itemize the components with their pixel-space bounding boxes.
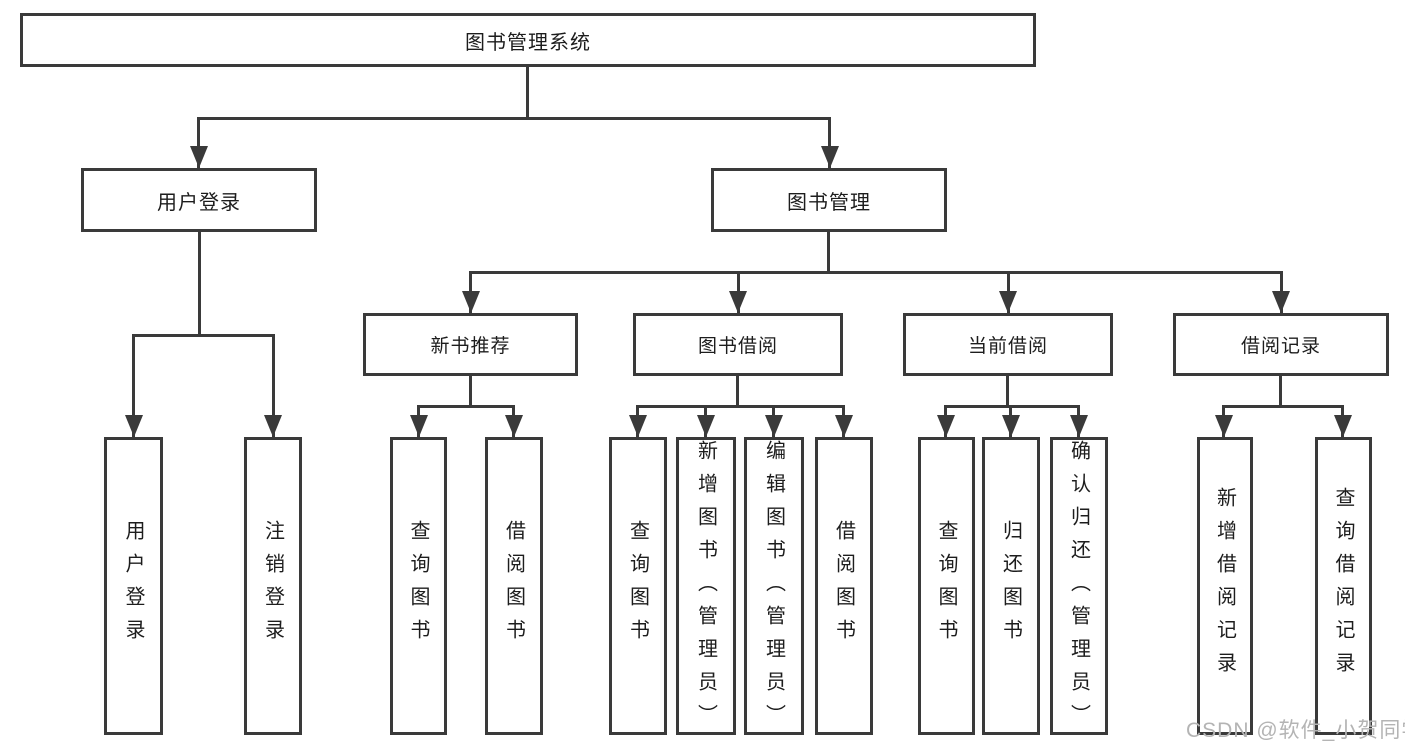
node-borrow-records: 借阅记录 <box>1173 313 1389 376</box>
connector-group-bar <box>1223 405 1344 408</box>
leaf-query-book: 查询图书 <box>390 437 447 735</box>
arrow-down-icon <box>462 291 480 313</box>
arrow-down-icon <box>1334 415 1352 437</box>
leaf-logout: 注销登录 <box>244 437 302 735</box>
node-new-book-recommend: 新书推荐 <box>363 313 578 376</box>
connector-group-down <box>469 376 472 407</box>
connector-group-down <box>1279 376 1282 407</box>
leaf-add-borrow-record: 新增借阅记录 <box>1197 437 1253 735</box>
arrow-down-icon <box>505 415 523 437</box>
leaf-query-borrow-record: 查询借阅记录 <box>1315 437 1372 735</box>
arrow-down-icon <box>729 291 747 313</box>
connector-level2-bar <box>197 117 831 120</box>
connector-userlogin-stem <box>197 117 200 168</box>
connector-root-stem <box>526 65 529 120</box>
arrow-down-icon <box>937 415 955 437</box>
connector-leaf-stem <box>132 334 135 437</box>
connector-userlogin-down <box>198 232 201 337</box>
connector-level3-bar <box>469 271 1282 274</box>
connector-group-bar <box>637 405 845 408</box>
arrow-down-icon <box>1002 415 1020 437</box>
leaf-borrow-book: 借阅图书 <box>485 437 543 735</box>
node-current-borrow: 当前借阅 <box>903 313 1113 376</box>
arrow-down-icon <box>125 415 143 437</box>
node-system-root: 图书管理系统 <box>20 13 1036 67</box>
arrow-down-icon <box>1070 415 1088 437</box>
leaf-add-book-admin: 新增图书（管理员） <box>676 437 736 737</box>
arrow-down-icon <box>697 415 715 437</box>
arrow-down-icon <box>629 415 647 437</box>
connector-bookmgmt-stem <box>828 117 831 168</box>
connector-group-down <box>1006 376 1009 407</box>
arrow-down-icon <box>1215 415 1233 437</box>
leaf-query-book: 查询图书 <box>609 437 667 735</box>
node-book-borrow: 图书借阅 <box>633 313 843 376</box>
arrow-down-icon <box>264 415 282 437</box>
connector-leaf-stem <box>272 334 275 437</box>
arrow-down-icon <box>410 415 428 437</box>
leaf-return-book: 归还图书 <box>982 437 1040 735</box>
leaf-confirm-return-admin: 确认归还（管理员） <box>1050 437 1108 737</box>
connector-bookmgmt-down <box>827 232 830 273</box>
node-user-login: 用户登录 <box>81 168 317 232</box>
arrow-down-icon <box>999 291 1017 313</box>
connector-usergroup-bar <box>132 334 275 337</box>
leaf-edit-book-admin: 编辑图书（管理员） <box>744 437 804 737</box>
connector-group-bar <box>945 405 1080 408</box>
arrow-down-icon <box>1272 291 1290 313</box>
connector-group-bar <box>417 405 515 408</box>
leaf-user-login: 用户登录 <box>104 437 163 735</box>
csdn-watermark: CSDN @软件_小贺同学 <box>1186 719 1405 742</box>
arrow-down-icon <box>835 415 853 437</box>
arrow-down-icon <box>765 415 783 437</box>
leaf-borrow-book: 借阅图书 <box>815 437 873 735</box>
arrow-down-icon <box>821 146 839 168</box>
node-book-management: 图书管理 <box>711 168 947 232</box>
arrow-down-icon <box>190 146 208 168</box>
leaf-query-book: 查询图书 <box>918 437 975 735</box>
connector-group-down <box>736 376 739 407</box>
